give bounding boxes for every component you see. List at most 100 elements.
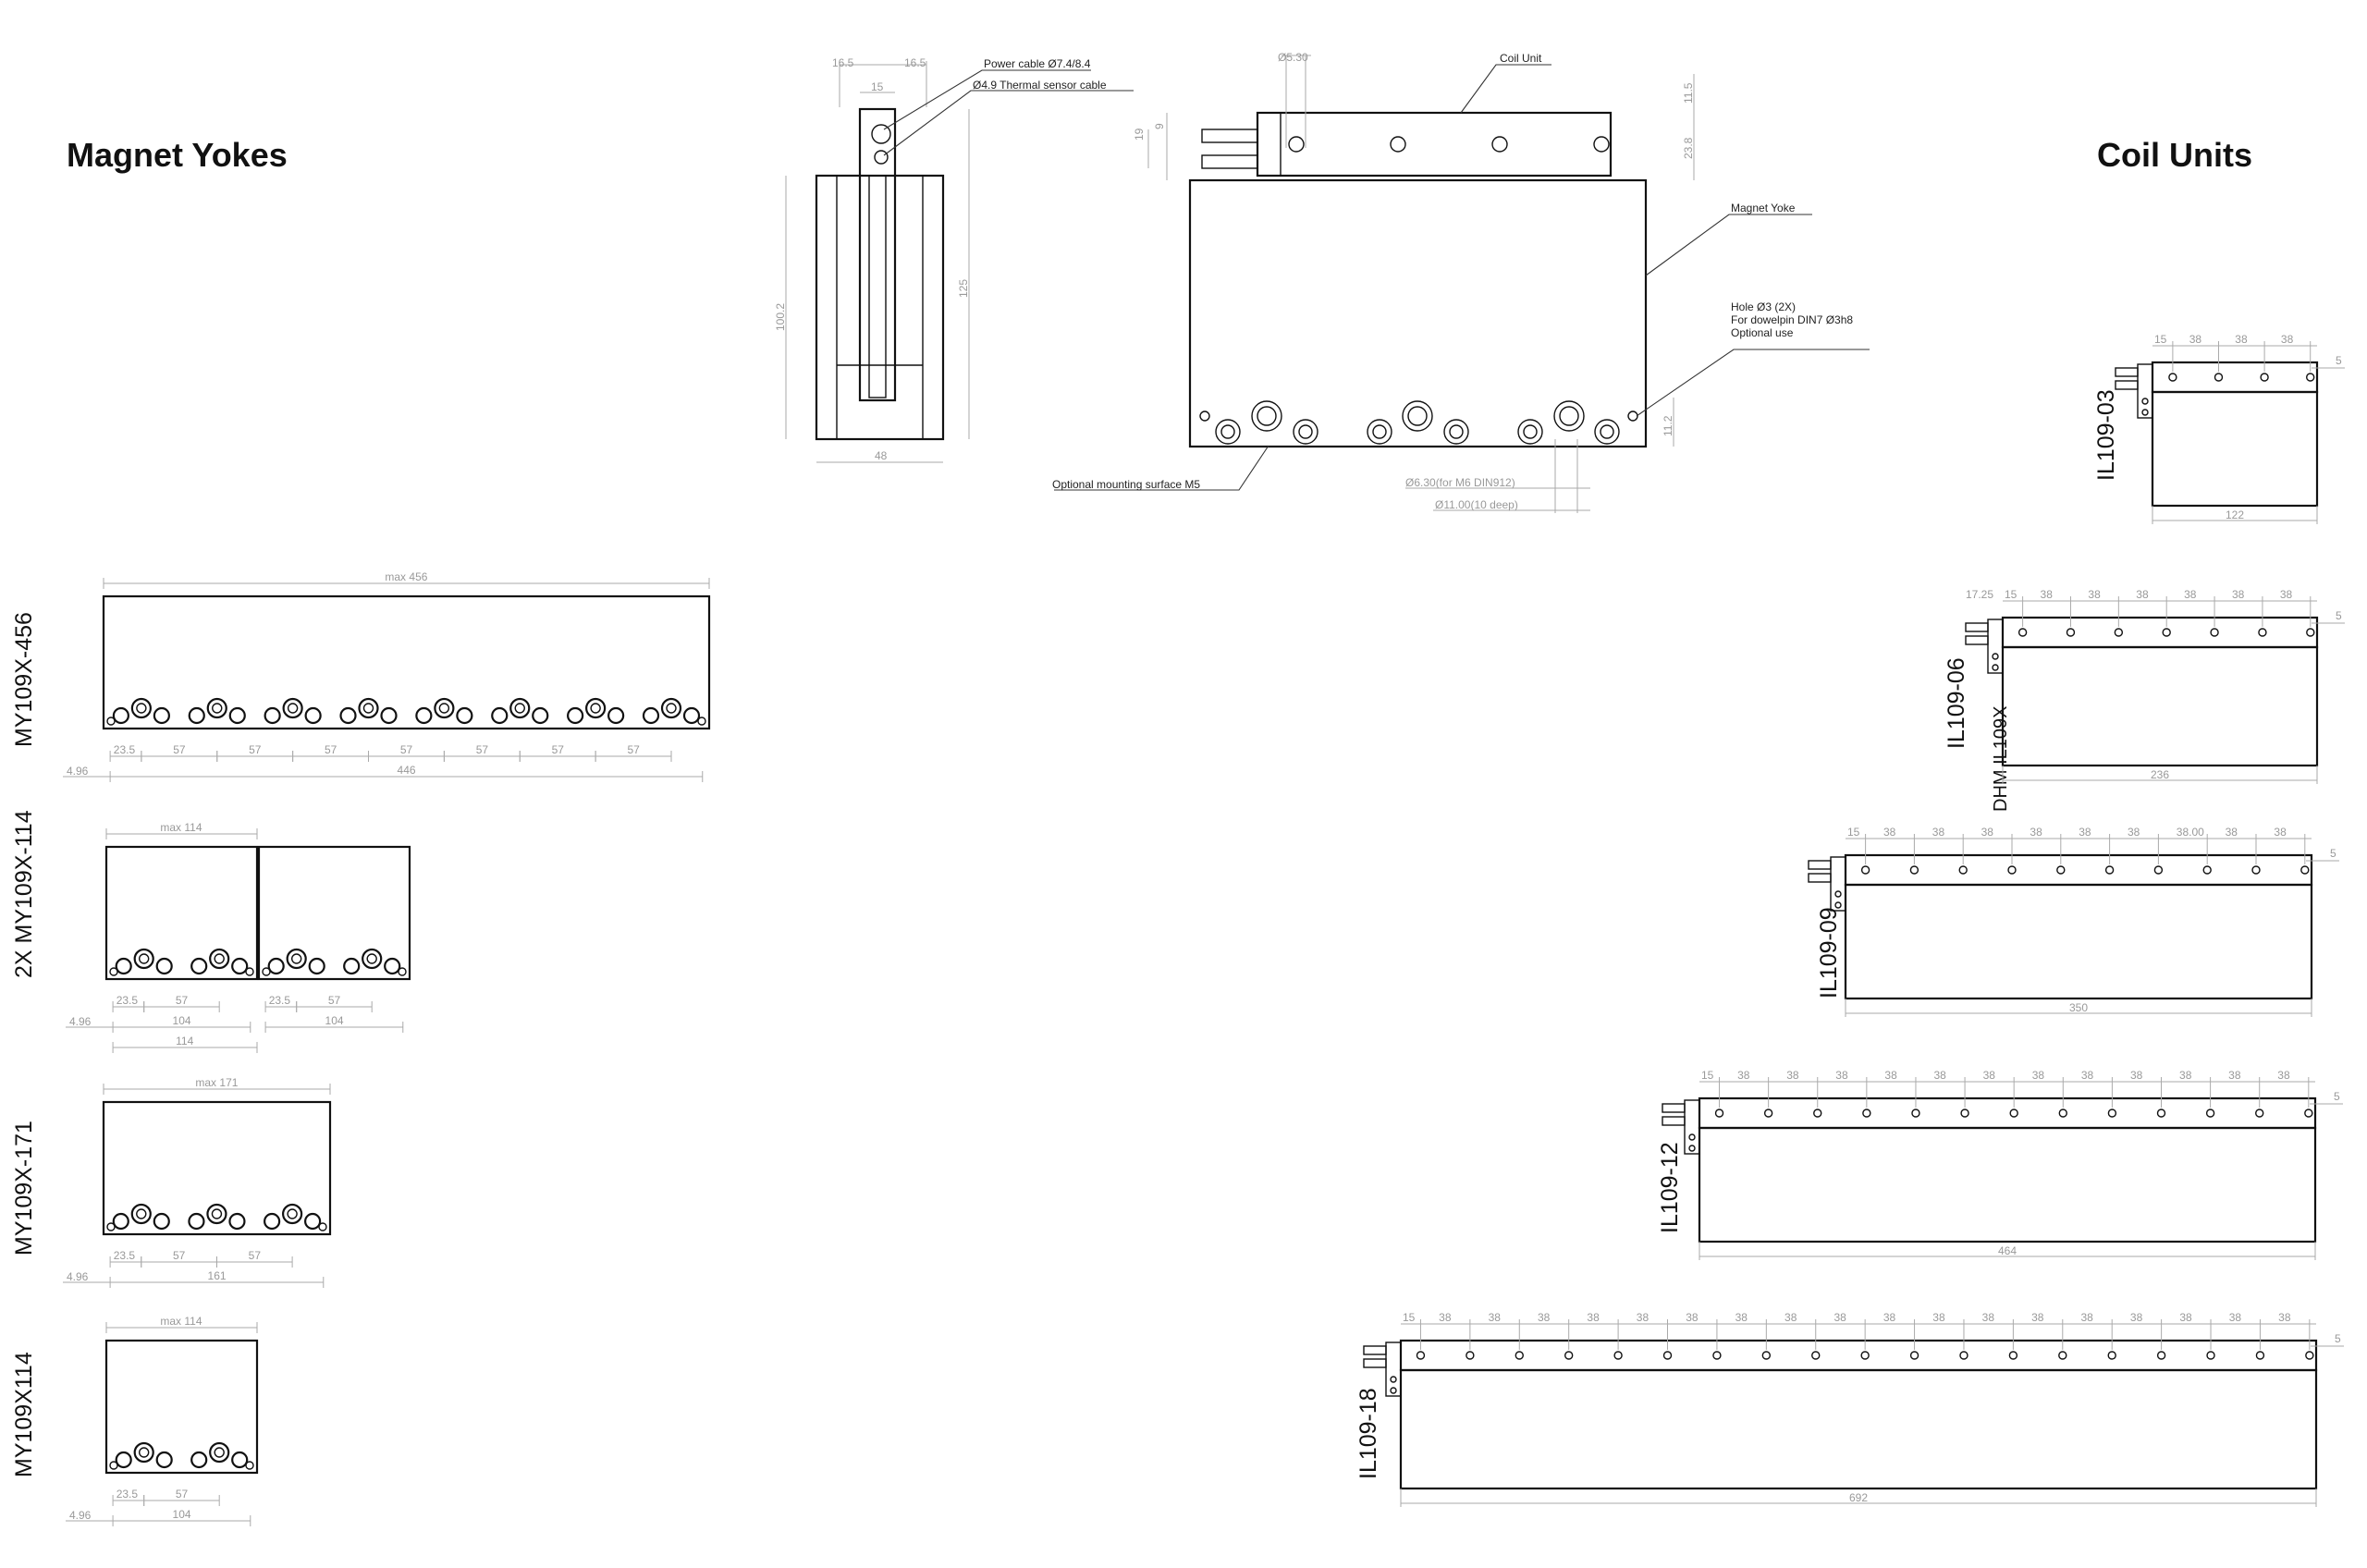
coil-hole — [2260, 373, 2269, 382]
dim-side-height-b: 125 — [957, 279, 970, 298]
yoke-inner-dim: 104 — [173, 1014, 191, 1027]
coil-hole — [2205, 1109, 2215, 1118]
coil-pitch-dim: 38 — [1538, 1311, 1551, 1324]
coil-pitch-dim: 38 — [1686, 1311, 1699, 1324]
coil-first-dim: 15 — [2005, 588, 2017, 601]
coil-hole — [2107, 1351, 2116, 1360]
coil-pitch-dim: 38 — [2136, 588, 2149, 601]
callout-mounting: Optional mounting surface M5 — [1052, 478, 1200, 491]
coil-hole — [2255, 1109, 2264, 1118]
coil-strip — [1399, 1339, 2318, 1372]
coil-hole — [2202, 865, 2212, 875]
coil-hole — [2066, 628, 2076, 637]
coil-pitch-dim: 38 — [2184, 588, 2197, 601]
coil-hole — [1662, 1351, 1673, 1360]
yoke-y2x114-second-body — [257, 845, 411, 981]
front-view-mounting-holes — [1199, 400, 1638, 445]
dim-right-c: 11.2 — [1662, 415, 1674, 436]
coil-magnet-body — [2001, 645, 2319, 767]
coil-pitch-dim: 38 — [2130, 1069, 2143, 1082]
coil-hole — [1712, 1351, 1722, 1360]
magnet-yokes-heading: Magnet Yokes — [67, 136, 288, 174]
yoke-max-dim: max 114 — [160, 1315, 202, 1328]
coil-hole — [1761, 1351, 1772, 1360]
dim-right-b: 23.8 — [1682, 137, 1695, 159]
coil-strip — [2151, 361, 2319, 394]
coil-end-dim: 5 — [2335, 1332, 2341, 1345]
coil-hole — [1909, 1351, 1919, 1360]
coil-hole — [2304, 1109, 2313, 1118]
coil-pitch-dim: 38 — [1883, 1311, 1896, 1324]
yoke-y114-body — [104, 1339, 259, 1475]
yoke-total-dim: 446 — [398, 764, 416, 777]
yoke-pitch-dim: 57 — [400, 743, 413, 756]
yoke-pitch-dim: 57 — [176, 994, 189, 1007]
coil-pitch-dim: 38 — [2226, 826, 2238, 839]
coil-hole — [2210, 628, 2219, 637]
coil-strip — [1844, 853, 2313, 887]
coil-hole — [1860, 865, 1870, 875]
coil-sublabel: DHM IL109X — [1991, 706, 2011, 813]
dim-side-top-b: 16.5 — [904, 56, 926, 69]
coil-hole — [2017, 628, 2028, 637]
coil-hole — [2258, 628, 2267, 637]
dim-side-height-a: 100.2 — [774, 303, 787, 331]
coil-hole — [1958, 865, 1968, 875]
dim-side-mid: 15 — [871, 80, 884, 93]
coil-hole — [1862, 1109, 1871, 1118]
coil-hole — [2009, 1109, 2018, 1118]
yoke-first-dim: 23.5 — [117, 994, 139, 1007]
coil-first-dim: 15 — [1847, 826, 1860, 839]
coil-end-dim: 5 — [2334, 1090, 2340, 1103]
dim-left-b: 9 — [1153, 123, 1166, 129]
coil-pitch-dim: 38 — [2081, 1069, 2094, 1082]
side-view: 16.5 16.5 15 100.2 125 48 Power cable Ø7… — [774, 56, 1134, 463]
coil-hole — [2300, 865, 2310, 875]
coil-hole — [2153, 865, 2164, 875]
yoke-offset-dim: 4.96 — [69, 1509, 92, 1522]
coil-pre-dim: 17.25 — [1966, 588, 1993, 601]
coil-pitch-dim: 38 — [1587, 1311, 1600, 1324]
yoke-y171-body — [102, 1100, 332, 1236]
coil-pitch-dim: 38 — [1981, 826, 1994, 839]
coil-hole — [1959, 1351, 1968, 1360]
yoke-first2-dim: 23.5 — [269, 994, 291, 1007]
yoke-max-dim: max 114 — [160, 821, 202, 834]
coil-hole — [2168, 373, 2177, 382]
coil-magnet-body — [1698, 1126, 2317, 1243]
coil-length-dim: 236 — [2151, 768, 2169, 781]
coil-pitch-dim: 38 — [1439, 1311, 1452, 1324]
coil-end-dim: 5 — [2336, 609, 2342, 622]
coil-pitch-dim: 38 — [1934, 1069, 1947, 1082]
coil-pitch-dim: 38 — [1786, 1069, 1799, 1082]
coil-pitch-dim: 38 — [2281, 333, 2294, 346]
yoke-label: MY109X-456 — [11, 612, 37, 747]
coil-hole — [2156, 1351, 2166, 1360]
coil-magnet-body — [1844, 883, 2313, 1000]
coil-hole — [2162, 628, 2171, 637]
coil-hole — [2305, 1351, 2314, 1360]
front-view: Ø5.30 19 9 11.5 23.8 11.2 Coil Unit Magn… — [1052, 51, 1870, 513]
coil-hole — [2114, 628, 2124, 637]
coil-pitch-dim: 38 — [1835, 1069, 1848, 1082]
coil-hole — [1714, 1109, 1724, 1118]
yoke-first-dim: 23.5 — [114, 1249, 136, 1262]
coil-pitch-dim: 38 — [2030, 826, 2042, 839]
callout-magnet-yoke: Magnet Yoke — [1731, 202, 1796, 214]
yoke-label: MY109X114 — [11, 1352, 37, 1477]
coil-pitch-dim: 38 — [1735, 1311, 1748, 1324]
callout-power-cable: Power cable Ø7.4/8.4 — [984, 57, 1091, 70]
coil-hole — [2251, 865, 2261, 875]
callout-hole-deep: Ø11.00(10 deep) — [1435, 498, 1518, 511]
coil-pitch-dim: 38 — [2130, 1311, 2143, 1324]
yoke-pitch-dim: 57 — [249, 1249, 262, 1262]
coil-hole — [2214, 373, 2224, 382]
coil-hole — [1960, 1109, 1969, 1118]
coil-hole — [1416, 1351, 1426, 1360]
yoke-label: 2X MY109X-114 — [11, 810, 37, 978]
coil-length-dim: 350 — [2069, 1001, 2088, 1014]
